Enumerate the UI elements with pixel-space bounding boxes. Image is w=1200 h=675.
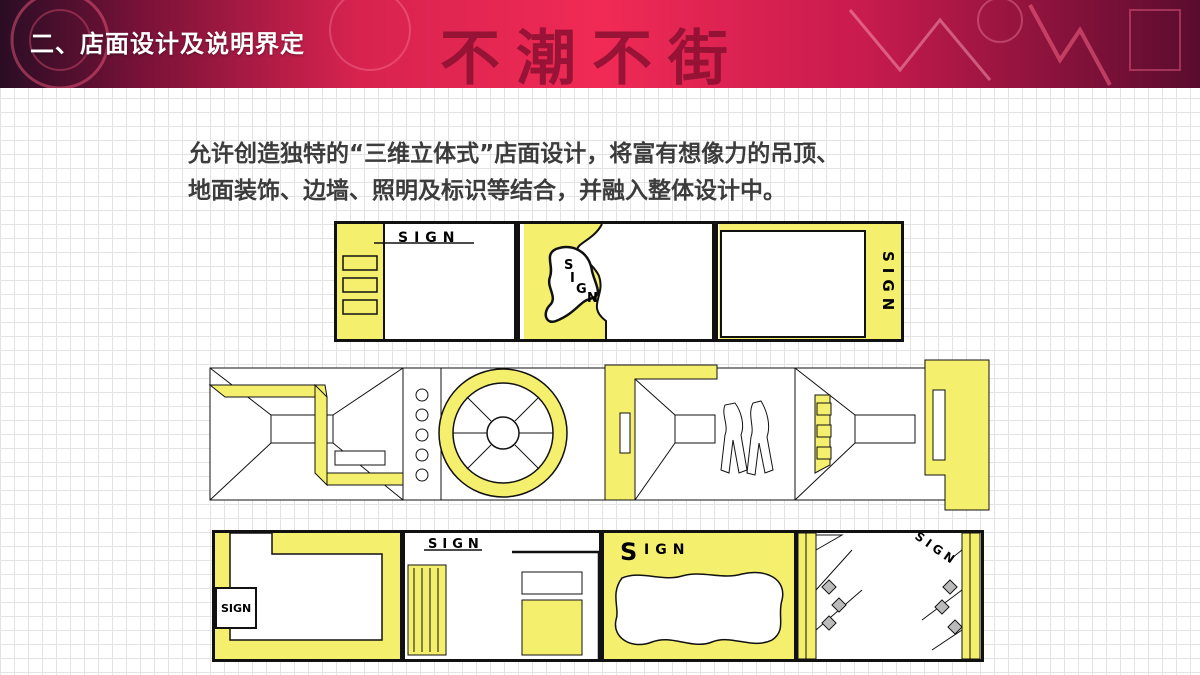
sign-letter-g: G: [576, 282, 587, 297]
description-line-1: 允许创造独特的“三维立体式”店面设计，将富有想像力的吊顶、: [188, 141, 840, 167]
sign-label-vertical: SIGN: [879, 251, 897, 316]
description-line-2: 地面装饰、边墙、照明及标识等结合，并融入整体设计中。: [188, 178, 786, 204]
sign-letter-s: S: [564, 258, 573, 273]
header-banner: 不潮不街 二、店面设计及说明界定: [0, 0, 1200, 88]
storefront-sketch-row-2: [205, 355, 995, 515]
sign-label-2: SIGN: [428, 537, 484, 552]
sign-big-s: S: [620, 538, 637, 566]
banner-decoration: [10, 0, 1181, 88]
sign-box-label: SIGN: [221, 602, 251, 615]
sign-letter-n: N: [587, 291, 598, 306]
storefront-sketch-row-3: SIGN SIGN S IGN SIGN: [212, 530, 984, 662]
description: 允许创造独特的“三维立体式”店面设计，将富有想像力的吊顶、 地面装饰、边墙、照明…: [188, 136, 1088, 210]
sign-rest: IGN: [644, 542, 690, 558]
sign-letter-i: I: [570, 271, 575, 286]
storefront-sketch-row-1: SIGN S I G N SIGN: [334, 221, 904, 342]
page-title: 二、店面设计及说明界定: [30, 30, 305, 58]
brand-watermark: 不潮不街: [440, 24, 744, 88]
sign-label-1: SIGN: [398, 230, 461, 246]
